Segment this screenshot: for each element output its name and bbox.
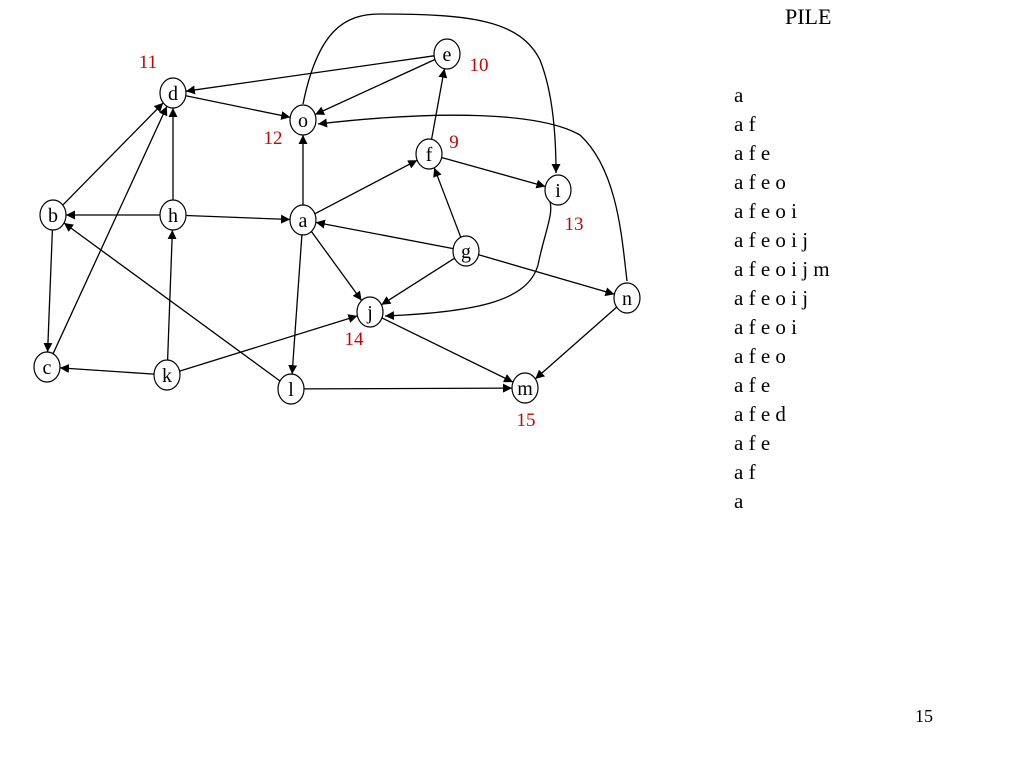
node-f-circle: [415, 138, 443, 170]
stack-state-9: a f e o i: [734, 315, 797, 339]
node-n-label: n: [622, 288, 632, 310]
node-b-circle: [39, 199, 67, 231]
order-label-i: 13: [565, 214, 584, 235]
edge-g-j: [381, 257, 455, 306]
edge-a-j: [310, 231, 363, 301]
stack-state-14: a f: [734, 460, 756, 484]
order-label-m: 15: [517, 410, 536, 431]
stack-state-10: a f e o: [734, 344, 786, 368]
stack-state-3: a f e: [734, 141, 771, 165]
stack-list: a a f a f e a f e o a f e o i a f e o i j a f …: [734, 81, 830, 516]
node-a-label: a: [299, 210, 308, 232]
node-d: d: [159, 77, 187, 109]
stack-state-8: a f e o i j: [734, 286, 809, 310]
edge-k-h: [166, 229, 177, 361]
stack-state-12: a f e d: [734, 402, 786, 426]
node-i-circle: [544, 174, 572, 206]
page-number: 15: [915, 706, 933, 726]
edge-h-a: [185, 214, 291, 224]
node-h-circle: [159, 199, 187, 231]
node-c: c: [33, 351, 61, 383]
node-n-circle: [613, 282, 641, 314]
node-h-label: h: [168, 205, 178, 227]
edge-f-i: [441, 156, 546, 189]
node-k-label: k: [162, 365, 172, 387]
edge-d-o: [185, 95, 291, 120]
edge-i-j: [384, 196, 552, 321]
order-label-j: 14: [345, 329, 365, 350]
order-label-f: 9: [449, 132, 459, 153]
edge-c-d: [52, 106, 168, 354]
edge-a-f: [314, 159, 418, 215]
node-h: h: [159, 199, 187, 231]
node-j-circle: [356, 296, 384, 328]
edge-f-e: [430, 68, 448, 140]
node-l-label: l: [288, 379, 294, 401]
stack-state-15: a: [734, 489, 744, 513]
edge-l-m: [303, 383, 513, 393]
edge-g-n: [478, 254, 615, 297]
edge-n-o: [317, 114, 628, 282]
edge-g-a: [315, 219, 454, 250]
node-o-label: o: [298, 110, 308, 132]
node-a-circle: [289, 204, 317, 236]
node-e-label: e: [443, 44, 452, 66]
node-o-circle: [289, 104, 317, 136]
node-b: b: [39, 199, 67, 231]
node-c-label: c: [43, 357, 52, 379]
edge-j-m: [381, 317, 514, 383]
graph-diagram: a b c d e f g h i j k l m n o 9 10 11 12 13 14 15: [33, 13, 641, 431]
stack-state-11: a f e: [734, 373, 771, 397]
node-g: g: [452, 235, 480, 267]
stack-state-1: a: [734, 83, 744, 107]
node-m-label: m: [517, 378, 533, 400]
order-label-d: 11: [139, 52, 157, 73]
edge-b-d: [62, 102, 164, 206]
node-l-circle: [277, 373, 305, 405]
node-e-circle: [433, 38, 461, 70]
node-i: i: [544, 174, 572, 206]
edge-b-c: [43, 229, 54, 353]
node-m-circle: [511, 372, 539, 404]
stack-state-13: a f e: [734, 431, 771, 455]
stack-state-2: a f: [734, 112, 756, 136]
edge-e-d: [185, 55, 435, 95]
edge-k-c: [59, 364, 155, 375]
node-k-circle: [153, 359, 181, 391]
stack-title: PILE: [785, 4, 832, 29]
node-l: l: [277, 373, 305, 405]
edge-o-i: [302, 13, 561, 174]
stack-state-6: a f e o i j: [734, 228, 809, 252]
edge-a-l: [288, 234, 303, 375]
node-n: n: [613, 282, 641, 314]
node-d-circle: [159, 77, 187, 109]
node-g-circle: [452, 235, 480, 267]
edge-k-j: [179, 314, 358, 372]
node-f-label: f: [426, 144, 433, 166]
node-f: f: [415, 138, 443, 170]
stack-state-5: a f e o i: [734, 199, 797, 223]
node-j-label: j: [366, 302, 373, 324]
edge-e-o: [314, 58, 436, 116]
node-b-label: b: [48, 205, 58, 227]
node-k: k: [153, 359, 181, 391]
node-a: a: [289, 204, 317, 236]
node-e: e: [433, 38, 461, 70]
order-label-o: 12: [264, 128, 283, 149]
node-c-circle: [33, 351, 61, 383]
node-d-label: d: [168, 83, 178, 105]
node-g-label: g: [461, 241, 471, 263]
order-label-e: 10: [470, 55, 489, 76]
node-o: o: [289, 104, 317, 136]
edge-l-b: [63, 222, 281, 382]
node-m: m: [511, 372, 539, 404]
stack-state-4: a f e o: [734, 170, 786, 194]
node-j: j: [356, 296, 384, 328]
stack-state-7: a f e o i j m: [734, 257, 830, 281]
edge-g-f: [433, 167, 462, 238]
node-i-label: i: [555, 180, 561, 202]
edge-n-m: [534, 306, 618, 380]
